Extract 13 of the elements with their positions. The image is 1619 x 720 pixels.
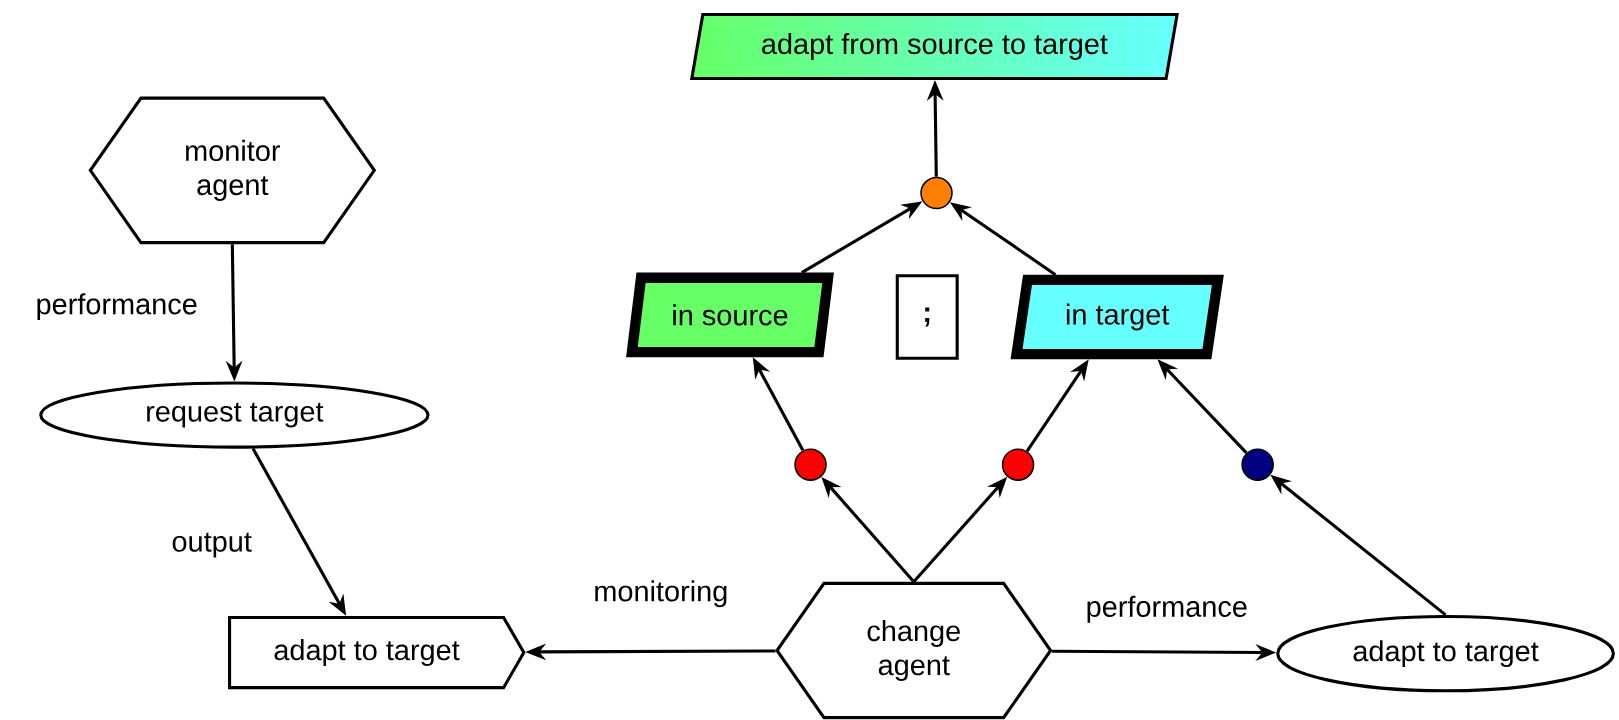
edge-label: monitoring [591,578,731,610]
agent-hexagon: change agent [775,582,1053,720]
junction-dot [794,448,827,482]
input-parallelogram: in source [626,272,834,358]
junction-dot [1241,448,1274,482]
junction-dot [920,177,953,210]
edge-label: output [169,530,254,560]
process-box: adapt to target [228,616,526,690]
agent-hexagon: monitor agent [88,96,377,245]
separator-box: ; [895,274,959,360]
edge-label: performance [33,291,200,323]
junction-dot [1001,448,1035,482]
edge-label: performance [1083,593,1250,625]
